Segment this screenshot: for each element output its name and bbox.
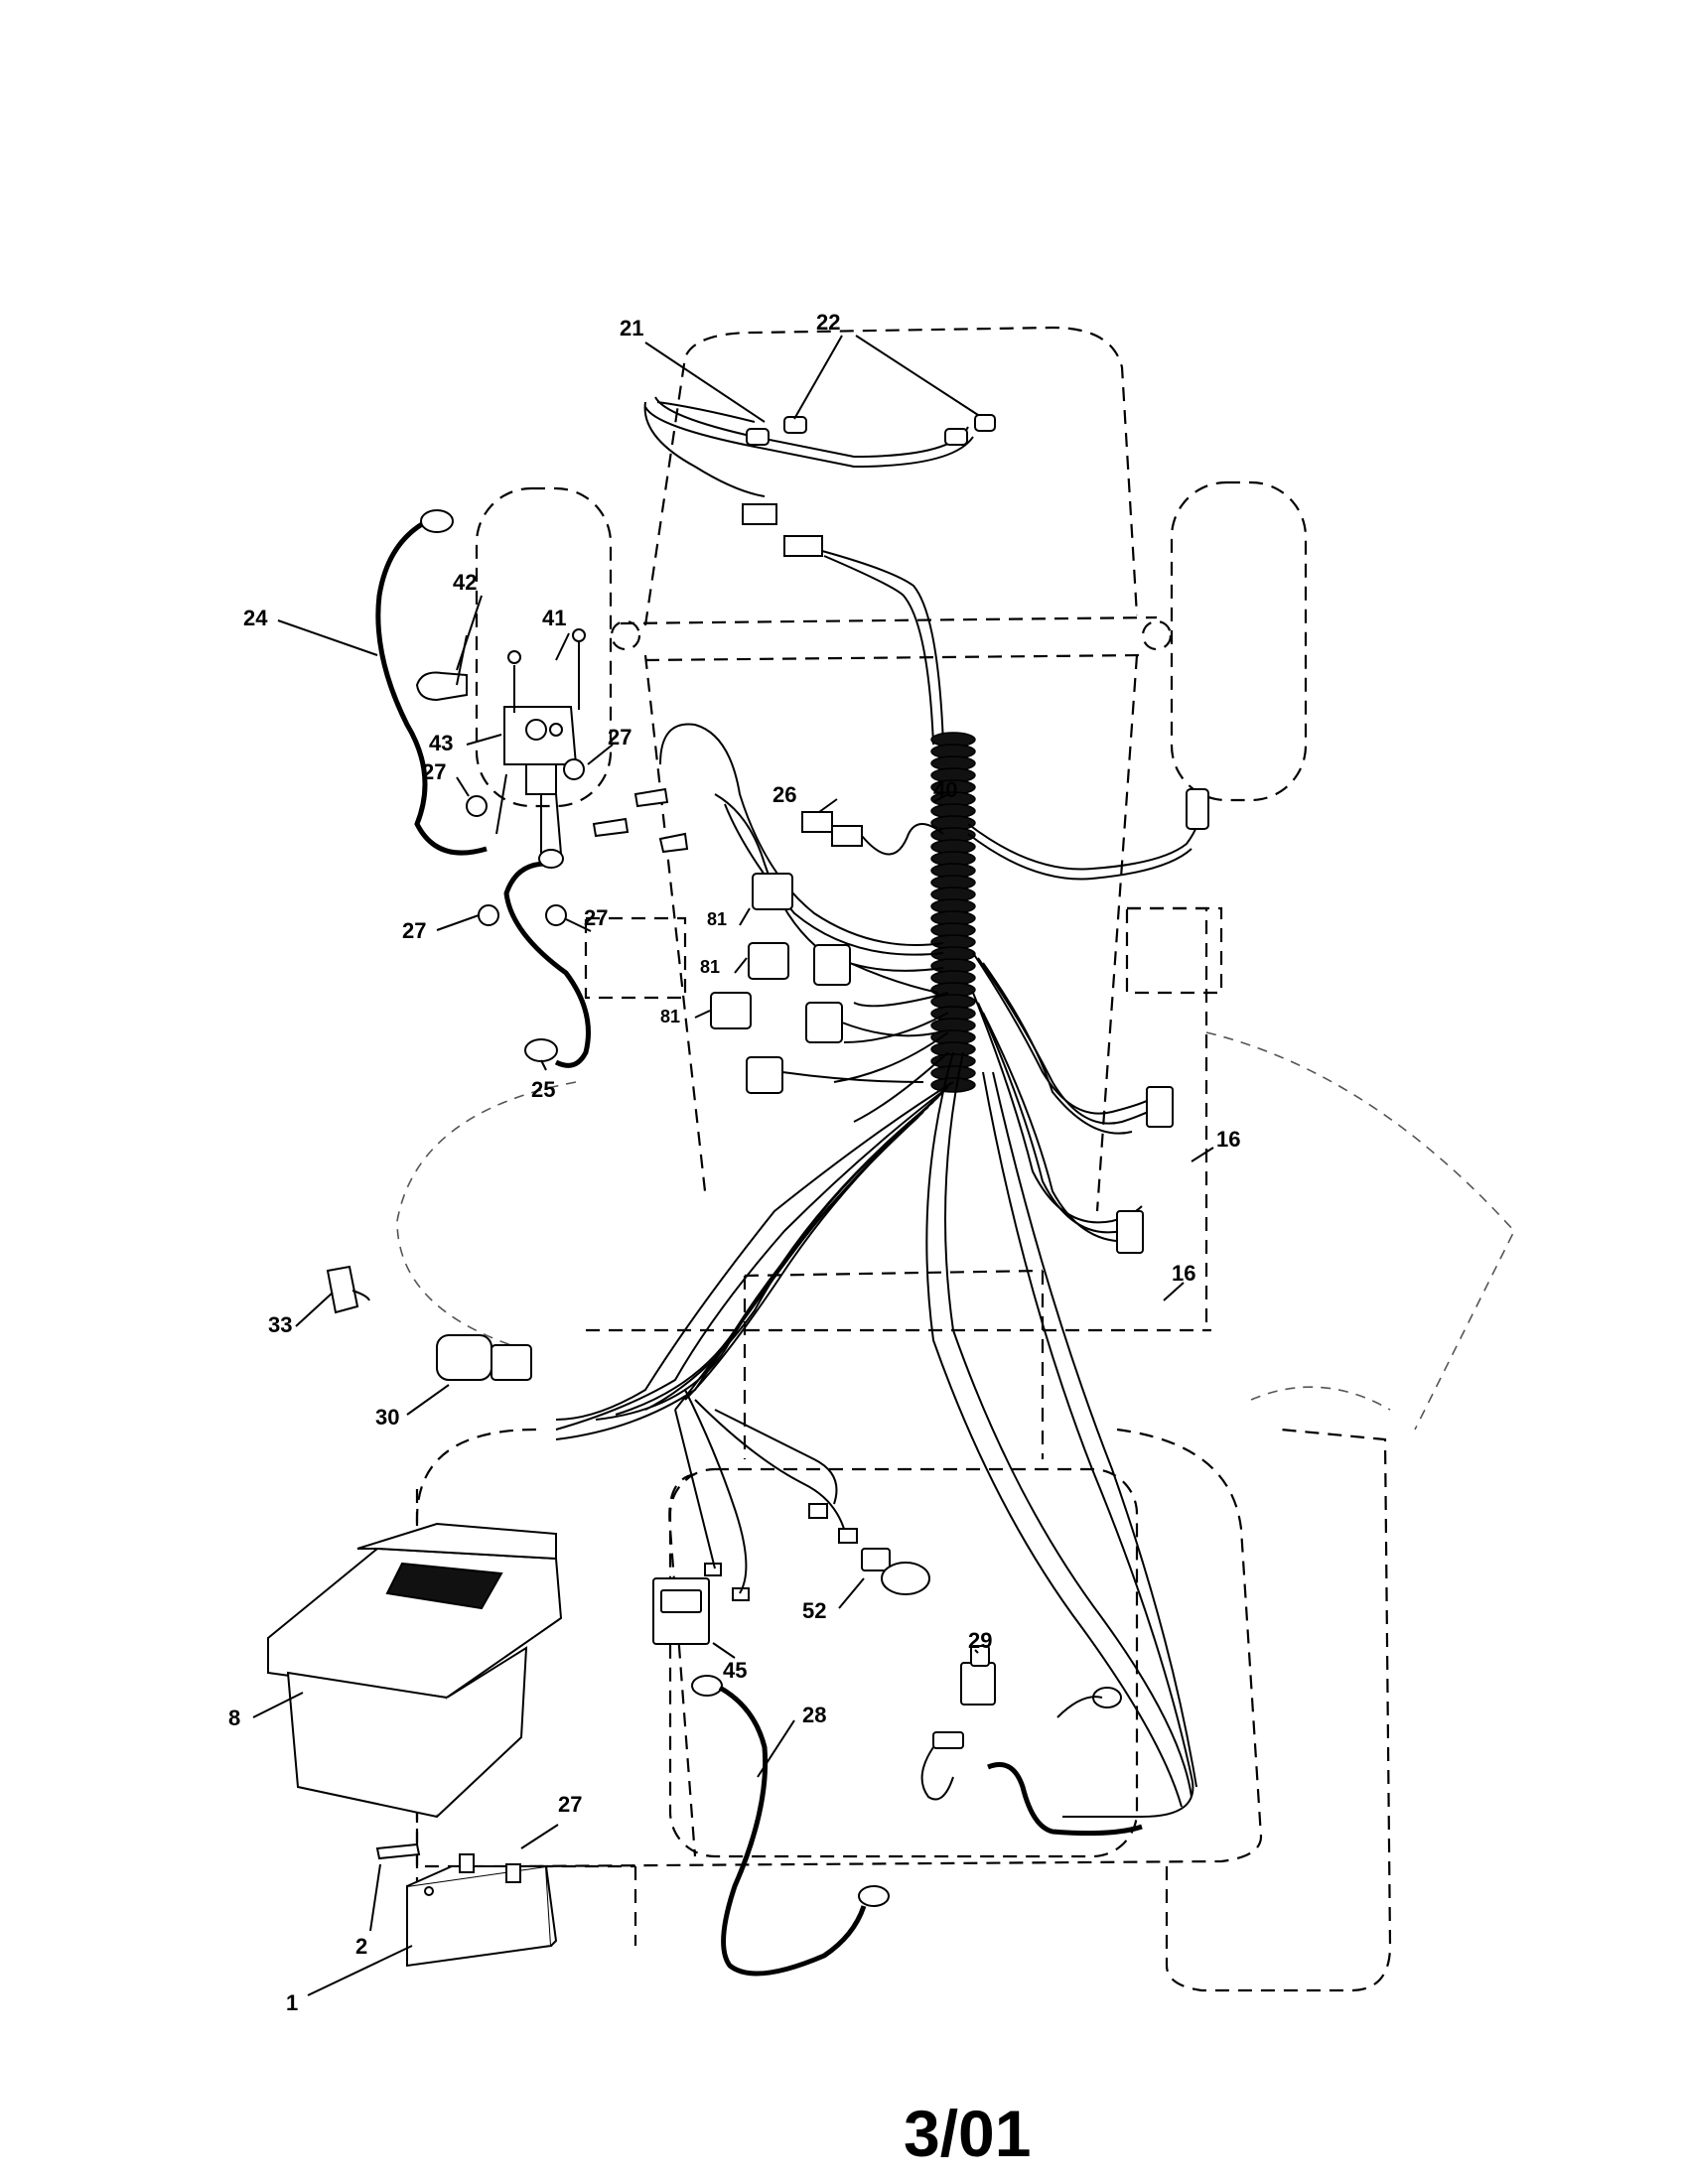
cable-28-ring-top — [691, 1675, 723, 1697]
loom-ring — [930, 1077, 976, 1093]
ignition-key — [326, 1265, 359, 1314]
callout-22: 22 — [816, 310, 840, 335]
callout-8: 8 — [228, 1706, 240, 1730]
nut-d — [545, 904, 567, 926]
relay-socket-2 — [805, 1002, 843, 1043]
nut-c — [478, 904, 499, 926]
callout-26: 26 — [772, 782, 796, 807]
headlight-harness — [643, 396, 996, 746]
harness-plug-upper — [1146, 1086, 1174, 1128]
cable-28-ring-bottom — [858, 1885, 890, 1907]
callout-27-a: 27 — [422, 759, 446, 784]
callout-33: 33 — [268, 1312, 292, 1337]
callout-28: 28 — [802, 1703, 826, 1727]
rear-connectors — [652, 1389, 1143, 1837]
callout-52: 52 — [802, 1598, 826, 1623]
callout-43: 43 — [429, 731, 453, 755]
battery-box — [267, 1522, 563, 1819]
harness-plug-lower — [1116, 1210, 1144, 1254]
relay-group — [710, 873, 939, 1094]
callout-42: 42 — [453, 570, 477, 595]
solenoid-assembly — [415, 628, 689, 926]
bulb-52 — [881, 1562, 930, 1595]
relay-3 — [710, 992, 752, 1029]
callout-16-a: 16 — [1216, 1127, 1240, 1152]
callout-81-a: 81 — [707, 909, 727, 929]
ground-cable — [691, 1675, 890, 1977]
relay-2 — [748, 942, 789, 980]
callout-16-b: 16 — [1172, 1261, 1195, 1286]
callout-40: 40 — [933, 777, 957, 802]
plug-26-a — [801, 811, 833, 833]
nut-a — [466, 795, 488, 817]
callout-1: 1 — [286, 1990, 298, 2015]
relay-socket-3 — [746, 1056, 783, 1094]
callout-81-b: 81 — [700, 957, 720, 977]
callout-21: 21 — [620, 316, 643, 341]
cable-25-ring — [524, 1038, 558, 1062]
battery — [375, 1843, 558, 1968]
callout-81-c: 81 — [660, 1007, 680, 1026]
relay-socket-1 — [813, 944, 851, 986]
callout-45: 45 — [723, 1658, 747, 1683]
relay-1 — [752, 873, 793, 910]
date-code: 3/01 — [904, 2097, 1031, 2170]
headlight-plug-male — [783, 535, 823, 557]
callout-25: 25 — [531, 1077, 555, 1102]
cable-24-ring-top — [420, 509, 454, 533]
main-harness-loom — [555, 723, 1209, 1818]
headlight-socket-left — [783, 416, 807, 434]
seat-switch-plug — [1186, 788, 1209, 830]
solenoid-body — [525, 763, 557, 795]
plug-26-b — [831, 825, 863, 847]
headlight-plug-female — [742, 503, 777, 525]
battery-bolt — [375, 1843, 421, 1860]
callout-27-d: 27 — [584, 905, 608, 930]
callout-30: 30 — [375, 1405, 399, 1430]
callouts: 21 22 24 42 41 43 27 27 27 27 27 26 40 8… — [228, 310, 1240, 2015]
switch-29 — [960, 1662, 996, 1706]
battery-cables — [375, 509, 591, 1068]
terminal-boot — [415, 671, 468, 702]
callout-27-e: 27 — [558, 1792, 582, 1817]
callout-27-c: 27 — [402, 918, 426, 943]
callout-29: 29 — [968, 1628, 992, 1653]
callout-41: 41 — [542, 606, 566, 630]
callout-27-b: 27 — [608, 725, 632, 750]
chassis-outline — [396, 326, 1515, 1992]
callout-24: 24 — [243, 606, 268, 630]
callout-2: 2 — [355, 1934, 367, 1959]
headlight-bulb-right — [944, 428, 968, 446]
leader-lines — [252, 335, 1214, 1996]
diode-plug — [801, 811, 944, 856]
headlight-socket-right — [974, 414, 996, 432]
headlight-bulb-left — [746, 428, 770, 446]
nut-b — [563, 758, 585, 780]
ignition-switch — [436, 1334, 492, 1381]
ignition-switch-group — [326, 1265, 532, 1381]
plug-52 — [861, 1548, 891, 1571]
